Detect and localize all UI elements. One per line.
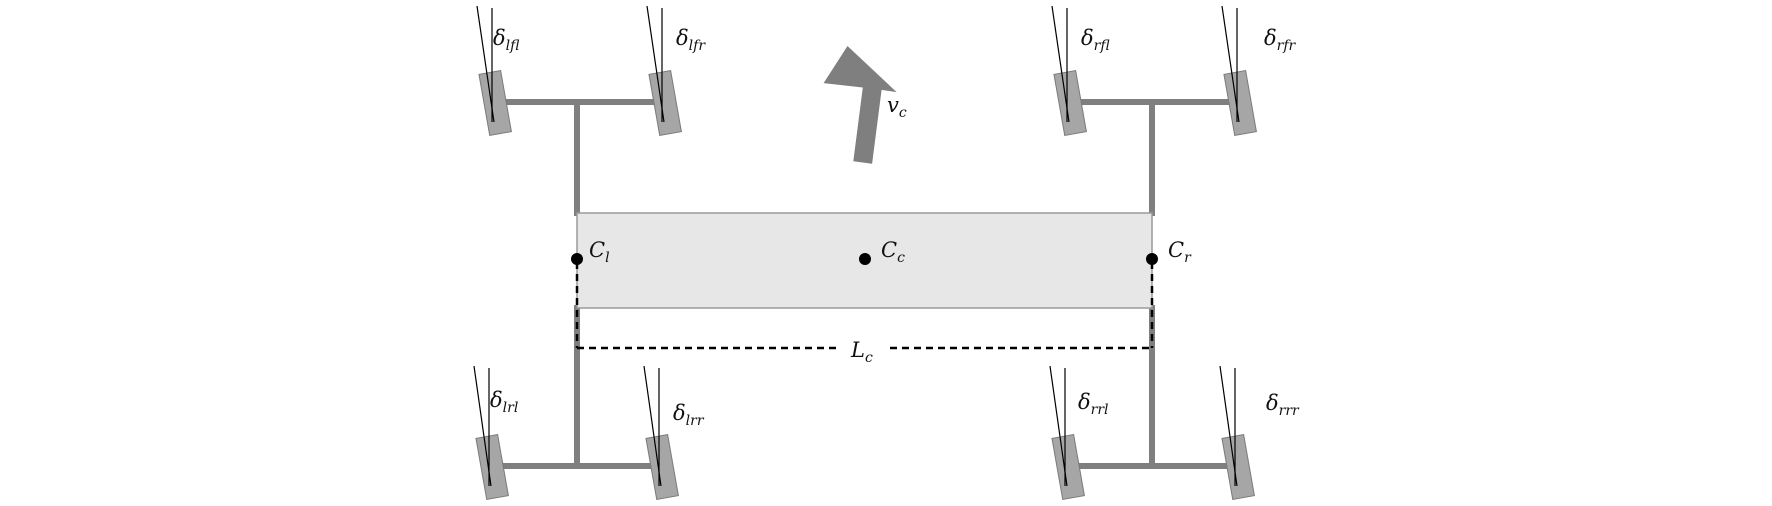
center-label-cc: Cc — [881, 238, 905, 266]
steer-angle-label-lfl: δlfl — [493, 26, 520, 54]
wheel-steer-line — [1049, 365, 1068, 487]
steer-angle-label-rfr: δrfr — [1264, 26, 1297, 54]
length-dimension — [575, 262, 1154, 350]
steer-angle-label-lfr: δlfr — [676, 26, 706, 54]
wheel-body — [1053, 69, 1087, 137]
wheel-body — [478, 69, 512, 137]
wheel-lfr — [646, 5, 682, 137]
wheel-body — [1221, 433, 1255, 501]
wheel-rrl — [1049, 365, 1085, 501]
center-point-cl — [571, 253, 583, 265]
wheel-body — [1051, 433, 1085, 501]
wheel-steer-line — [1051, 5, 1070, 123]
wheel-rfr — [1221, 5, 1257, 137]
steer-angle-label-rrr: δrrr — [1266, 391, 1300, 419]
steer-angle-label-rfl: δrfl — [1081, 26, 1110, 54]
wheel-body — [475, 433, 509, 501]
wheel-lrl — [473, 365, 509, 501]
wheel-steer-line — [476, 5, 495, 123]
wheel-steer-line — [473, 365, 492, 487]
center-point-cc — [859, 253, 871, 265]
wheel-body — [1223, 69, 1257, 137]
wheel-steer-line — [1221, 5, 1240, 123]
length-label: Lc — [850, 338, 873, 366]
wheel-rrr — [1219, 365, 1255, 501]
wheel-body — [648, 69, 682, 137]
wheel-lrr — [643, 365, 679, 501]
center-label-cr: Cr — [1168, 238, 1192, 266]
center-point-cr — [1146, 253, 1158, 265]
wheels — [473, 5, 1257, 501]
center-label-cl: Cl — [589, 238, 610, 266]
wheel-body — [645, 433, 679, 501]
wheel-steer-line — [646, 5, 665, 123]
wheel-steer-line — [1219, 365, 1238, 487]
velocity-label: vc — [887, 93, 907, 121]
steer-angle-label-lrr: δlrr — [673, 401, 705, 429]
wheel-lfl — [476, 5, 512, 137]
steer-angle-label-rrl: δrrl — [1078, 390, 1109, 418]
wheel-steer-line — [643, 365, 662, 487]
wheel-rfl — [1051, 5, 1087, 137]
velocity-arrow — [823, 46, 897, 164]
steer-angle-label-lrl: δlrl — [490, 388, 518, 416]
